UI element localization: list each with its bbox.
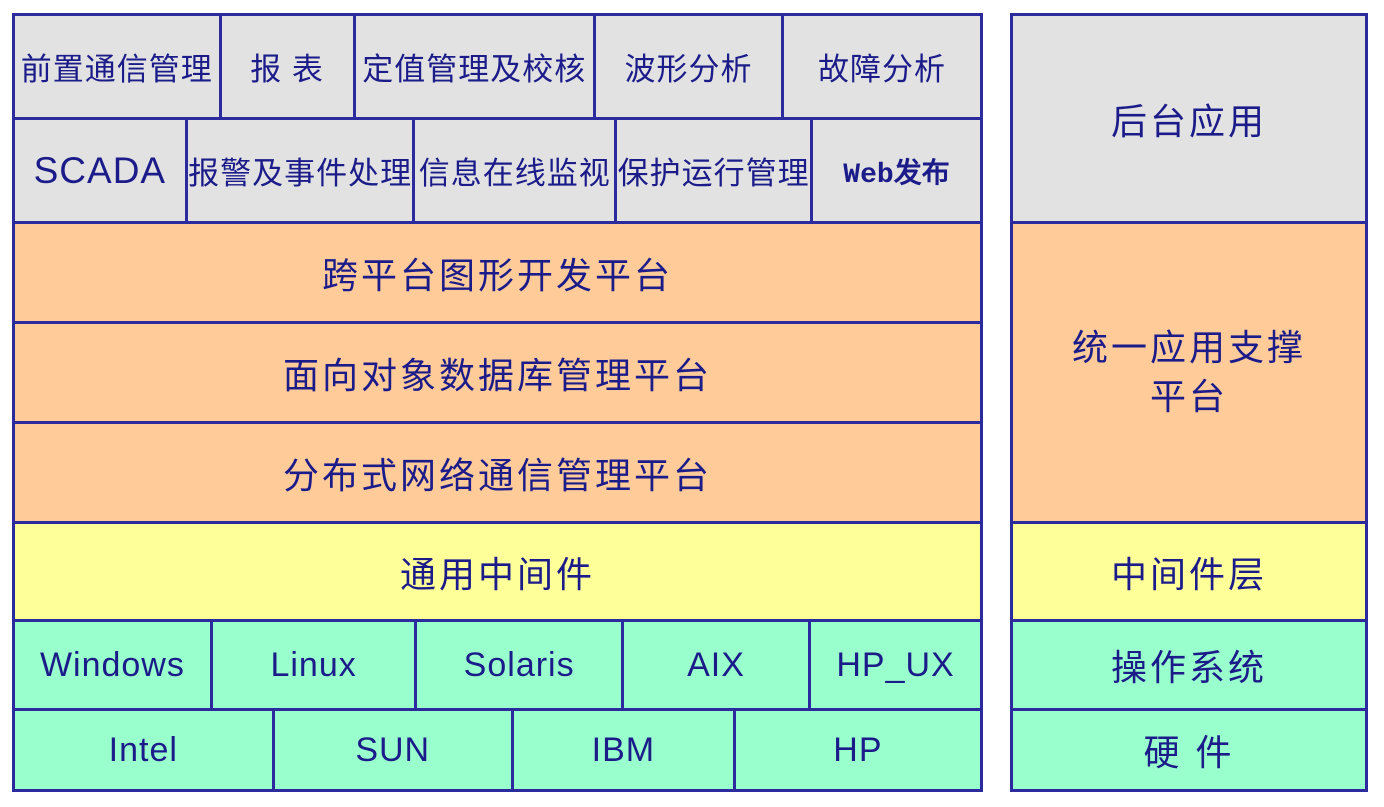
legend-label-line2: 平台 xyxy=(1149,375,1228,417)
cell-alarm-event-processing: 报警及事件处理 xyxy=(187,120,416,221)
cell-setting-mgmt-check: 定值管理及校核 xyxy=(355,16,596,117)
cell-info-online-monitor: 信息在线监视 xyxy=(415,120,618,221)
cell-label: 报警及事件处理 xyxy=(188,156,413,191)
cell-label: Web发布 xyxy=(843,159,950,191)
cell-label: HP xyxy=(833,730,883,769)
cell-solaris: Solaris xyxy=(417,622,624,708)
cell-aix: AIX xyxy=(623,622,812,708)
legend-support-platform: 统一应用支撑 平台 xyxy=(1013,224,1365,524)
cell-report: 报 表 xyxy=(221,16,356,117)
cell-intel: Intel xyxy=(15,711,275,789)
cell-label: AIX xyxy=(687,645,745,684)
app-row-1: 前置通信管理 报 表 定值管理及校核 波形分析 故障分析 xyxy=(15,16,980,120)
cell-label: Intel xyxy=(108,730,178,769)
legend-backend-apps: 后台应用 xyxy=(1013,16,1365,224)
cell-hp-ux: HP_UX xyxy=(811,622,980,708)
hardware-row: Intel SUN IBM HP xyxy=(15,711,980,789)
platform-distributed-network: 分布式网络通信管理平台 xyxy=(15,424,980,524)
cell-ibm: IBM xyxy=(513,711,736,789)
cell-label: 保护运行管理 xyxy=(617,156,810,191)
legend-label: 后台应用 xyxy=(1110,100,1267,142)
cell-label: Windows xyxy=(39,645,185,684)
cell-fault-analysis: 故障分析 xyxy=(784,16,980,117)
legend-label: 硬 件 xyxy=(1143,732,1235,773)
cell-label: 波形分析 xyxy=(624,52,753,87)
cell-label: SUN xyxy=(355,730,431,769)
cell-waveform-analysis: 波形分析 xyxy=(595,16,785,117)
legend-label-wrap: 统一应用支撑 平台 xyxy=(1013,224,1365,521)
cell-front-comm-mgmt: 前置通信管理 xyxy=(15,16,222,117)
cell-label: 定值管理及校核 xyxy=(362,52,587,87)
cell-windows: Windows xyxy=(15,622,213,708)
cell-label: SCADA xyxy=(33,149,167,191)
cell-web-publish: Web发布 xyxy=(813,120,980,221)
cell-linux: Linux xyxy=(212,622,418,708)
cell-label: 故障分析 xyxy=(818,52,947,87)
cell-sun: SUN xyxy=(274,711,514,789)
row-label: 分布式网络通信管理平台 xyxy=(282,454,712,496)
legend-label: 操作系统 xyxy=(1110,647,1267,688)
legend-os-layer: 操作系统 xyxy=(1013,622,1365,711)
cell-label: 报 表 xyxy=(250,52,324,87)
cell-hp: HP xyxy=(735,711,980,789)
legend-label-line1: 统一应用支撑 xyxy=(1071,326,1306,368)
row-label: 通用中间件 xyxy=(399,553,595,595)
row-label: 跨平台图形开发平台 xyxy=(321,254,673,296)
cell-scada: SCADA xyxy=(15,120,188,221)
middleware-row: 通用中间件 xyxy=(15,524,980,622)
legend-middleware-layer: 中间件层 xyxy=(1013,524,1365,622)
cell-label: 信息在线监视 xyxy=(418,156,611,191)
legend-label: 中间件层 xyxy=(1110,553,1267,595)
cell-protection-run-mgmt: 保护运行管理 xyxy=(617,120,814,221)
cell-label: IBM xyxy=(591,730,656,769)
platform-graphics-dev: 跨平台图形开发平台 xyxy=(15,224,980,324)
cell-label: Solaris xyxy=(463,645,575,684)
main-stack: 前置通信管理 报 表 定值管理及校核 波形分析 故障分析 SCADA 报警及事件… xyxy=(12,13,983,792)
app-row-2: SCADA 报警及事件处理 信息在线监视 保护运行管理 Web发布 xyxy=(15,120,980,224)
legend-stack: 后台应用 统一应用支撑 平台 中间件层 操作系统 硬 件 xyxy=(1010,13,1368,792)
platform-object-database: 面向对象数据库管理平台 xyxy=(15,324,980,424)
cell-label: 前置通信管理 xyxy=(20,52,213,87)
os-row: Windows Linux Solaris AIX HP_UX xyxy=(15,622,980,711)
cell-label: HP_UX xyxy=(836,645,955,684)
legend-hardware-layer: 硬 件 xyxy=(1013,711,1365,789)
cell-label: Linux xyxy=(270,645,357,684)
row-label: 面向对象数据库管理平台 xyxy=(282,354,712,396)
